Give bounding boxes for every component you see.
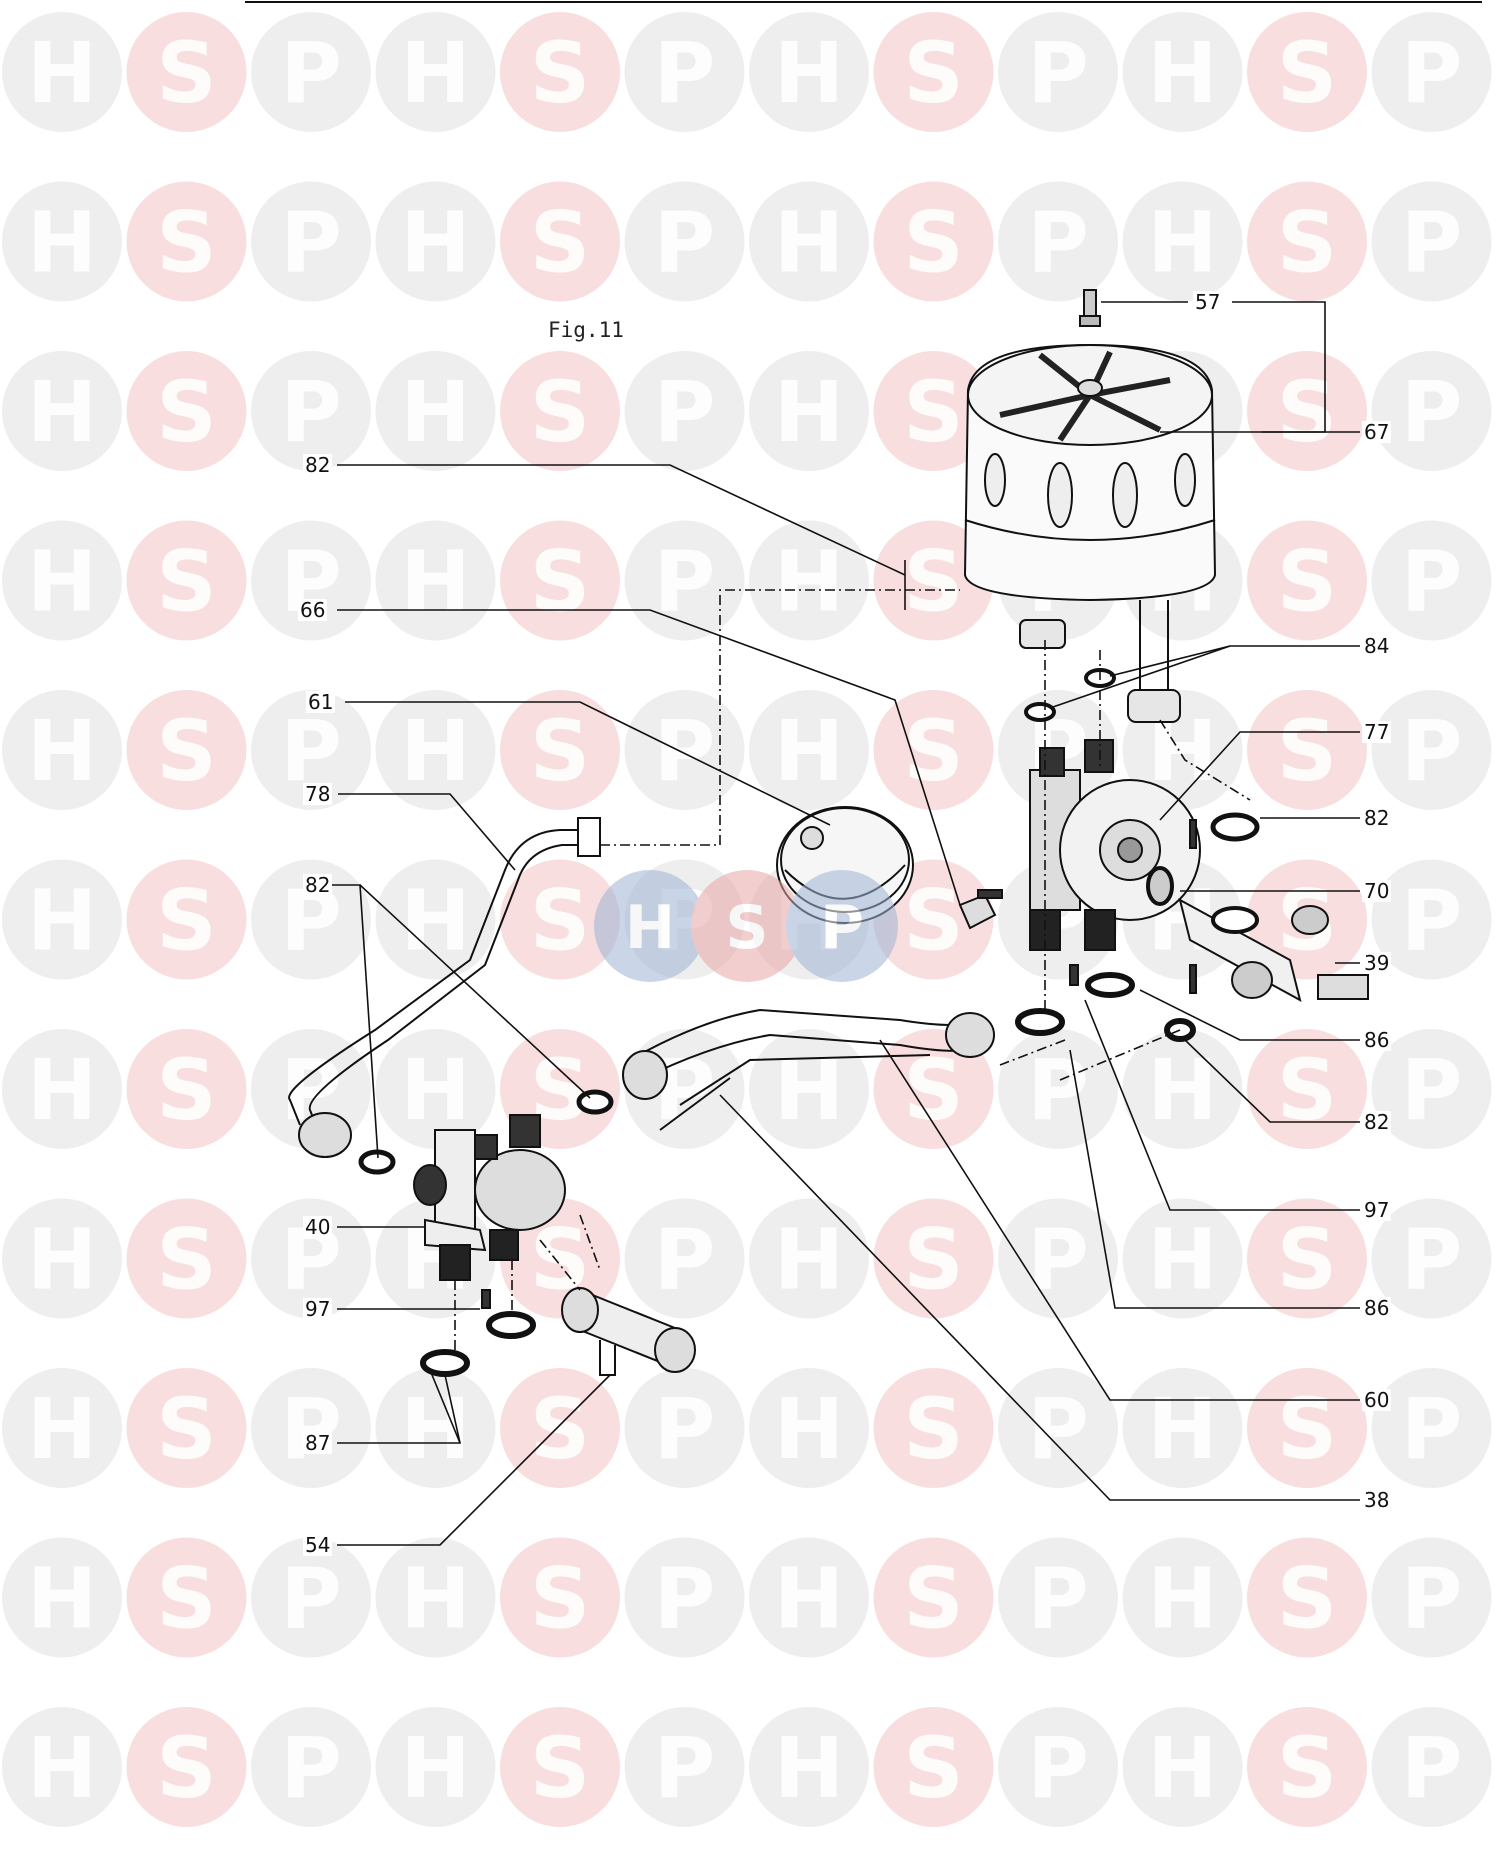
callout-57: 57 [1193,290,1223,314]
expansion-vessel [963,289,1217,723]
callout-82-right-b: 82 [1362,1110,1392,1134]
callout-54: 54 [303,1533,333,1557]
callout-82-right-a: 82 [1362,806,1392,830]
pipes [288,817,995,1158]
figure-title: Fig.11 [548,318,624,342]
callout-70: 70 [1362,879,1392,903]
callout-84: 84 [1362,634,1392,658]
center-logo-circle [594,870,706,982]
leader-lines [330,301,1360,1546]
callout-67: 67 [1362,420,1392,444]
callout-66: 66 [298,598,328,622]
callout-87: 87 [303,1431,333,1455]
center-logo-letter: S [725,893,768,963]
center-logo-letter: H [625,893,675,963]
left-valve-body [358,1089,614,1377]
callout-82-left-b: 82 [303,873,333,897]
callout-61: 61 [306,690,336,714]
callout-97-right: 97 [1362,1198,1392,1222]
center-logo-circle [691,870,803,982]
callout-78: 78 [303,782,333,806]
callout-60: 60 [1362,1388,1392,1412]
callout-77: 77 [1362,720,1392,744]
callout-38: 38 [1362,1488,1392,1512]
callout-86-right-b: 86 [1362,1296,1392,1320]
callout-97-left: 97 [303,1297,333,1321]
assembly-lines [454,589,1251,1355]
center-logo-circle [786,870,898,982]
callout-86-right-a: 86 [1362,1028,1392,1052]
callout-82-left-a: 82 [303,453,333,477]
relief-valve [561,1287,696,1376]
right-aux-valve [1015,812,1369,1042]
callout-40: 40 [303,1215,333,1239]
callout-39: 39 [1362,951,1392,975]
center-logo-letter: P [820,893,864,963]
